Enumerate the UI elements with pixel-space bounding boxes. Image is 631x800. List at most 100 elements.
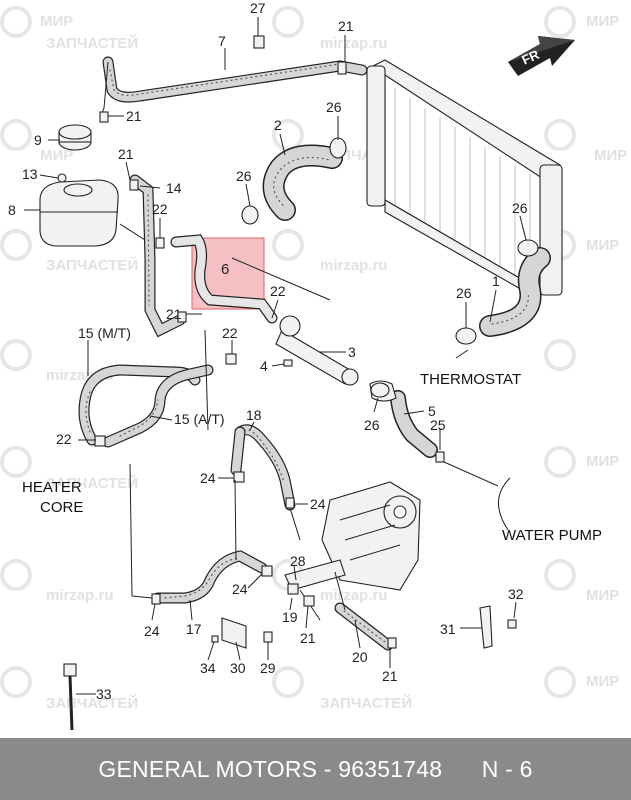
hose-2-upper-radiator <box>262 144 343 221</box>
svg-text:ЗАПЧАСТЕЙ: ЗАПЧАСТЕЙ <box>320 694 412 712</box>
callout-21: 21 <box>166 306 182 322</box>
page-reference: N - 6 <box>481 755 533 782</box>
brand-name: GENERAL MOTORS <box>98 755 318 782</box>
hose-6 <box>170 234 278 324</box>
callout-32: 32 <box>508 586 524 602</box>
heater-core-label-line2: CORE <box>40 499 83 516</box>
callout-26: 26 <box>364 417 380 433</box>
front-direction-arrow: FR <box>508 36 575 76</box>
watermark-logo: МИР <box>544 559 619 604</box>
watermark-logo: МИР <box>544 666 619 698</box>
callout-13: 13 <box>22 166 38 182</box>
engine-block <box>321 481 421 591</box>
part-3-coolant-pipe <box>275 315 359 386</box>
hose-18 <box>230 424 296 511</box>
part-9-reservoir-cap <box>58 124 92 151</box>
footer-separator: - <box>317 755 339 782</box>
svg-text:МИР: МИР <box>586 673 619 690</box>
hose-17 <box>152 550 268 604</box>
callout-3: 3 <box>348 344 356 360</box>
callout-19: 19 <box>282 609 298 625</box>
svg-text:mirzap.ru: mirzap.ru <box>320 257 388 274</box>
callout-33: 33 <box>96 686 112 702</box>
callout-27: 27 <box>250 0 266 16</box>
callout-7: 7 <box>218 33 226 49</box>
hose-1-lower-radiator <box>479 247 551 337</box>
svg-text:mirzap.ru: mirzap.ru <box>46 587 114 604</box>
watermark-logo: ЗАПЧАСТЕЙ <box>272 666 412 712</box>
callout-26: 26 <box>236 168 252 184</box>
callout-6: 6 <box>221 261 229 278</box>
hose-15-at <box>102 364 214 448</box>
watermark-logo: МИР <box>544 446 619 478</box>
svg-text:ЗАПЧАСТЕЙ: ЗАПЧАСТЕЙ <box>46 256 138 274</box>
callout-24: 24 <box>232 581 248 597</box>
callout-30: 30 <box>230 660 246 676</box>
callout-34: 34 <box>200 660 216 676</box>
watermark-logo: mirzap.ru <box>0 559 114 604</box>
bolts <box>211 359 517 643</box>
hose-20 <box>334 602 394 651</box>
callout-4: 4 <box>260 358 268 374</box>
svg-text:ЗАПЧАСТЕЙ: ЗАПЧАСТЕЙ <box>46 474 138 492</box>
watermark-layer: МИР ЗАПЧАСТЕЙ mirzap.ru МИР МИР ЗАПЧАСТЕ… <box>0 6 627 712</box>
component-labels: THERMOSTAT HEATER CORE WATER PUMP <box>22 371 602 544</box>
callout-21: 21 <box>118 146 134 162</box>
cooling-system-diagram: МИР ЗАПЧАСТЕЙ mirzap.ru МИР МИР ЗАПЧАСТЕ… <box>0 0 627 731</box>
part-info-footer: GENERAL MOTORS - 96351748 N - 6 <box>0 738 631 800</box>
svg-text:МИР: МИР <box>40 147 73 164</box>
callout-22: 22 <box>270 283 286 299</box>
callout-28: 28 <box>290 553 306 569</box>
part-number: 96351748 <box>338 755 443 782</box>
callout-5: 5 <box>428 403 436 419</box>
watermark-logo: mirzap.ru <box>272 229 388 274</box>
callout-24: 24 <box>144 623 160 639</box>
callout-24: 24 <box>200 470 216 486</box>
callout-21: 21 <box>382 668 398 684</box>
svg-text:МИР: МИР <box>586 587 619 604</box>
svg-text:МИР: МИР <box>40 13 73 30</box>
hose-clamps <box>94 35 539 649</box>
callout-22: 22 <box>56 431 72 447</box>
part-32-bolt <box>507 619 517 629</box>
svg-text:ЗАПЧАСТЕЙ: ЗАПЧАСТЕЙ <box>46 694 138 712</box>
watermark-logo: ЗАПЧАСТЕЙ <box>0 666 138 712</box>
callout-2: 2 <box>274 117 282 133</box>
callout-26: 26 <box>456 285 472 301</box>
callout-21: 21 <box>338 18 354 34</box>
part-34-bolt <box>211 635 219 643</box>
watermark-logo: МИР <box>544 119 627 164</box>
hose-14-bottle-outlet <box>129 174 186 338</box>
svg-text:ЗАПЧАСТЕЙ: ЗАПЧАСТЕЙ <box>46 34 138 52</box>
part-27-clip <box>253 35 265 49</box>
svg-text:МИР: МИР <box>586 453 619 470</box>
hose-5 <box>390 390 438 458</box>
callout-21: 21 <box>126 108 142 124</box>
callout-9: 9 <box>34 132 42 148</box>
callout-22: 22 <box>222 325 238 341</box>
part-33-cable-tie <box>63 663 77 731</box>
watermark-logo: ЗАПЧАСТЕЙ <box>0 446 138 492</box>
hose-7-overflow-line <box>102 56 368 103</box>
watermark-logo <box>544 339 576 371</box>
callout-26: 26 <box>512 200 528 216</box>
front-arrow-label: FR <box>519 47 541 68</box>
watermark-logo: МИР <box>544 6 619 38</box>
callout-21: 21 <box>300 630 316 646</box>
watermark-logo: МИР <box>0 119 73 164</box>
part-31-bracket <box>479 605 493 649</box>
callout-1: 1 <box>492 273 500 289</box>
svg-text:mirzap.ru: mirzap.ru <box>320 587 388 604</box>
callout-8: 8 <box>8 202 16 218</box>
callout-18: 18 <box>246 407 262 423</box>
footer-gap <box>442 756 482 783</box>
callout-14: 14 <box>166 180 182 196</box>
part-4-bolt <box>283 359 293 367</box>
part-8-coolant-reservoir <box>39 179 119 247</box>
part-30-bracket <box>221 617 247 649</box>
part-29-bolt <box>263 631 273 643</box>
callout-20: 20 <box>352 649 368 665</box>
callout-29: 29 <box>260 660 276 676</box>
svg-text:МИР: МИР <box>594 147 627 164</box>
heater-core-label-line1: HEATER <box>22 479 82 496</box>
